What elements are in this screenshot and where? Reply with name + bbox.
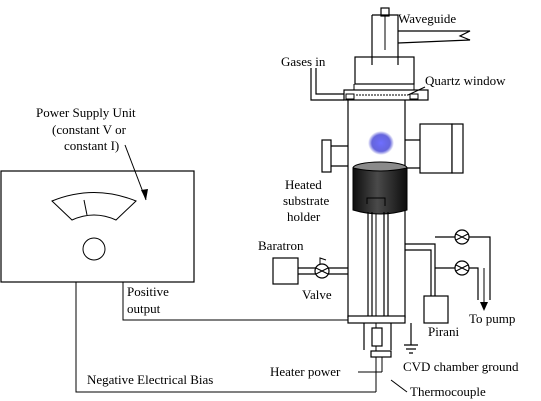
pirani-box bbox=[423, 295, 449, 324]
label-positive-line1: Positive bbox=[127, 284, 169, 299]
baratron-box bbox=[272, 257, 299, 285]
left-port-flange bbox=[321, 139, 332, 173]
label-baratron: Baratron bbox=[258, 238, 304, 253]
label-positive-line2: output bbox=[127, 301, 161, 316]
positive-output-wire bbox=[122, 282, 348, 321]
heater-shaft bbox=[367, 212, 389, 316]
meter-needle bbox=[83, 199, 88, 216]
psu-pointer-arrowhead bbox=[141, 189, 148, 200]
negative-bias-wire bbox=[75, 282, 376, 393]
label-negative-bias: Negative Electrical Bias bbox=[87, 372, 213, 387]
bottom-feedthrough bbox=[370, 350, 392, 358]
label-waveguide: Waveguide bbox=[398, 11, 456, 26]
label-psu-line2: (constant V or bbox=[52, 122, 127, 137]
label-thermocouple: Thermocouple bbox=[410, 384, 486, 399]
cvd-chamber bbox=[272, 7, 491, 392]
pump-line bbox=[405, 243, 436, 316]
ground-symbol bbox=[404, 323, 418, 354]
label-pirani: Pirani bbox=[428, 324, 459, 339]
label-gases-in: Gases in bbox=[281, 54, 326, 69]
label-heated-line2: substrate bbox=[283, 193, 329, 208]
label-to-pump: To pump bbox=[469, 311, 515, 326]
label-psu-line3: constant I) bbox=[64, 138, 119, 153]
label-heated-line1: Heated bbox=[285, 177, 322, 192]
label-valve: Valve bbox=[302, 287, 332, 302]
label-quartz-window: Quartz window bbox=[425, 73, 506, 88]
label-heated-line3: holder bbox=[287, 209, 321, 224]
power-supply-unit bbox=[0, 144, 195, 283]
waveguide bbox=[371, 14, 471, 65]
label-cvd-ground: CVD chamber ground bbox=[403, 359, 519, 374]
to-pump-arrowhead bbox=[480, 302, 488, 311]
meter-dial bbox=[51, 192, 137, 221]
base-flange bbox=[347, 315, 406, 324]
label-heater-power: Heater power bbox=[270, 364, 341, 379]
microwave-cavity bbox=[354, 56, 415, 85]
power-knob bbox=[82, 237, 106, 261]
label-psu-line1: Power Supply Unit bbox=[36, 105, 136, 120]
right-port bbox=[405, 139, 420, 169]
gas-inlet bbox=[310, 68, 344, 101]
plasma-ball bbox=[368, 131, 394, 155]
substrate-holder bbox=[352, 167, 408, 215]
wiring bbox=[75, 282, 408, 393]
